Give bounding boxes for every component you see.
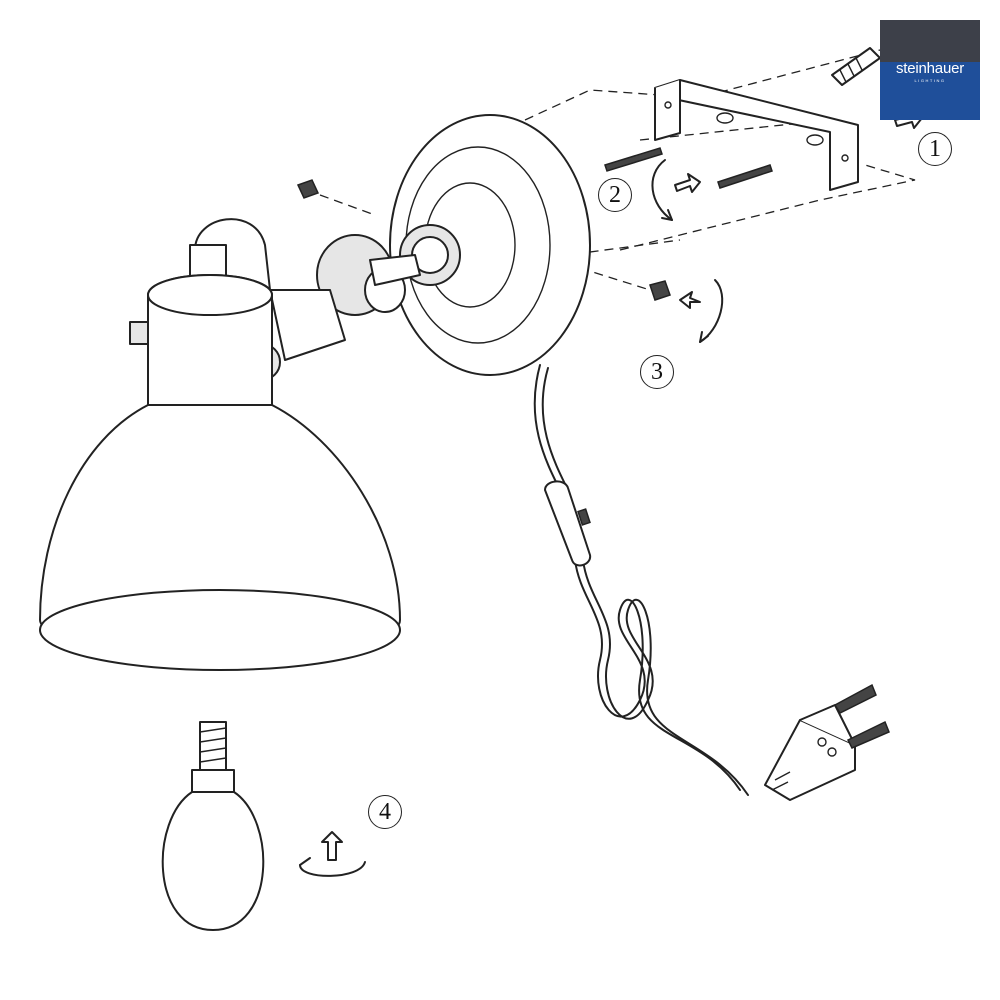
wall-plug-icon <box>831 47 881 86</box>
power-cable <box>533 364 749 796</box>
step-4-label: 4 <box>368 795 402 829</box>
brand-name: steinhauer <box>895 60 965 77</box>
step-1-label: 1 <box>918 132 952 166</box>
step-3-label: 3 <box>640 355 674 389</box>
mounting-bracket-icon <box>654 79 859 191</box>
step-2-label: 2 <box>598 178 632 212</box>
light-bulb-icon <box>161 721 265 931</box>
wall-canopy <box>389 114 591 376</box>
brand-tagline: LIGHTING <box>914 78 946 83</box>
screw-icon <box>296 147 773 301</box>
rotate-arrow-icon <box>299 159 724 877</box>
wall-lamp-icon <box>39 218 401 671</box>
logo-bottom-band <box>880 62 980 120</box>
inline-switch-icon <box>544 480 592 567</box>
power-plug-icon <box>764 683 890 801</box>
lamp-hinge <box>243 234 421 381</box>
brand-logo: steinhauer LIGHTING <box>880 20 980 120</box>
logo-top-band <box>880 20 980 62</box>
